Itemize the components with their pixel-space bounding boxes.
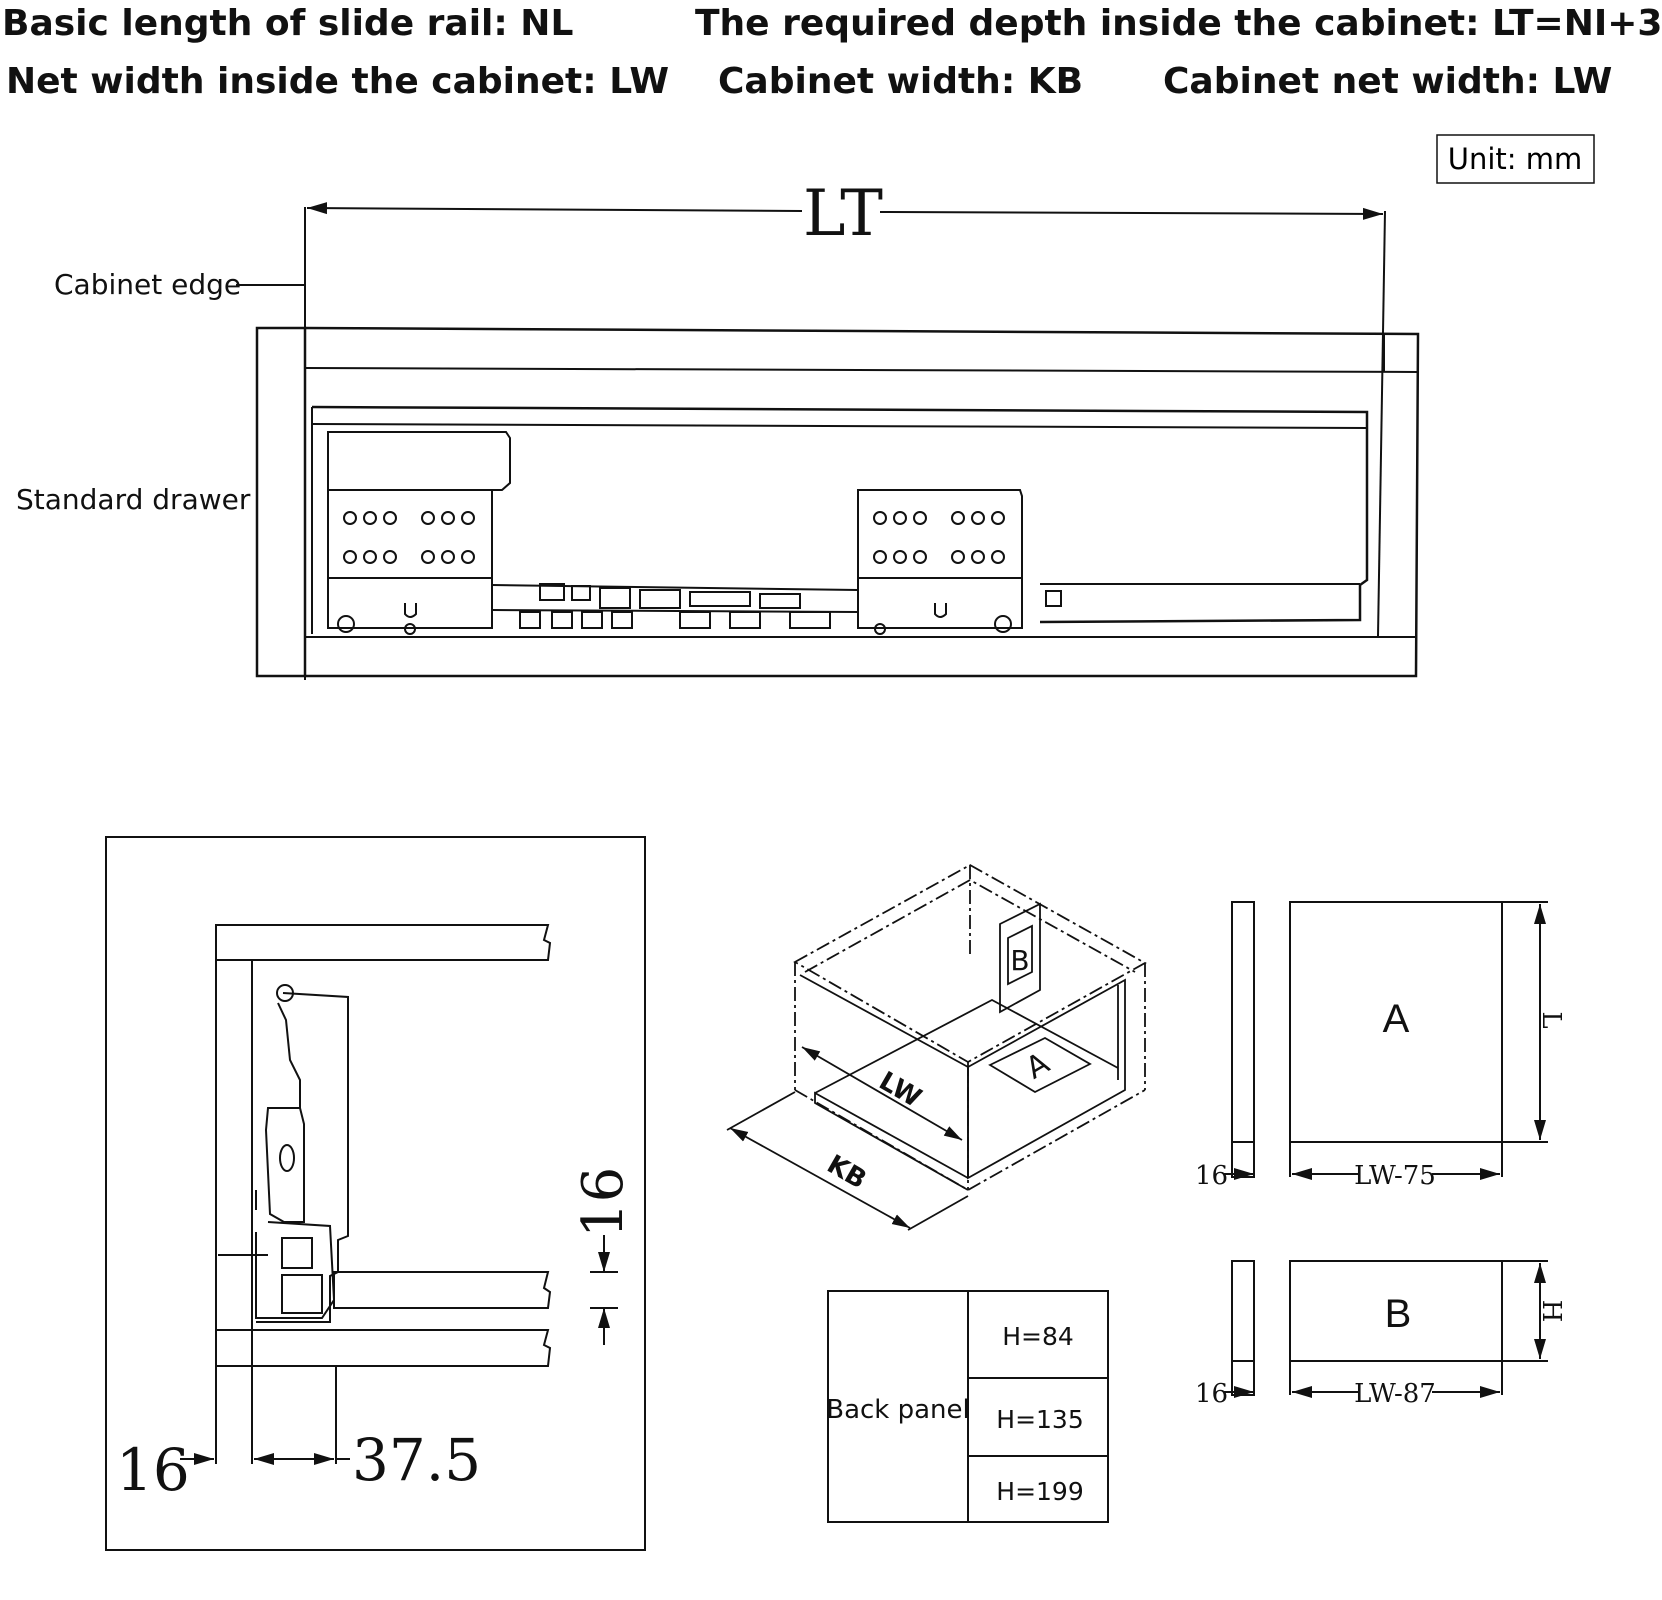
dim-37-5: 37.5 (352, 1426, 481, 1494)
panel-b-drawing: B H LW-87 16 (1195, 1260, 1566, 1409)
lt-label: LT (803, 177, 883, 251)
panel-b-height: H (1536, 1300, 1566, 1323)
standard-drawer-label: Standard drawer (16, 483, 251, 516)
panel-a-label: A (1383, 997, 1410, 1041)
basic-length-text: Basic length of slide rail: NL (2, 3, 574, 44)
back-panel-table: Back panel H=84 H=135 H=199 (826, 1290, 1109, 1523)
panel-b-width: LW-87 (1354, 1379, 1436, 1409)
technical-drawing: Unit: mm LT Cabinet edge Standard drawer (16, 134, 1595, 1551)
cabinet-net-width-text: Cabinet net width: LW (1163, 61, 1613, 102)
dim-16-vertical: 16 (571, 1167, 636, 1238)
back-panel-h135: H=135 (996, 1405, 1083, 1434)
unit-box: Unit: mm (1436, 134, 1595, 184)
panel-a-width: LW-75 (1354, 1161, 1436, 1191)
panel-a-thickness: 16 (1195, 1161, 1228, 1191)
back-panel-h84: H=84 (1002, 1322, 1074, 1351)
iso-label-b: B (1010, 944, 1029, 977)
section-view: 16 16 37.5 (105, 836, 646, 1551)
back-panel-h199: H=199 (996, 1477, 1083, 1506)
iso-label-lw: LW (874, 1066, 926, 1114)
cabinet-width-text: Cabinet width: KB (718, 61, 1084, 102)
unit-label: Unit: mm (1448, 142, 1583, 176)
panel-a-length: L (1536, 1011, 1566, 1028)
cabinet-edge-label: Cabinet edge (54, 268, 241, 301)
panel-b-label: B (1385, 1292, 1412, 1336)
side-view: LT Cabinet edge Standard drawer (16, 177, 1420, 680)
panel-b-thickness: 16 (1195, 1379, 1228, 1409)
dim-16-horizontal: 16 (116, 1436, 190, 1504)
panel-a-drawing: A L LW-75 16 (1195, 901, 1566, 1191)
net-width-text: Net width inside the cabinet: LW (6, 61, 670, 102)
required-depth-text: The required depth inside the cabinet: L… (695, 3, 1662, 44)
iso-label-kb: KB (822, 1149, 872, 1195)
iso-view: B A LW KB (726, 863, 1147, 1231)
back-panel-label: Back panel (826, 1395, 970, 1425)
iso-label-a: A (1020, 1046, 1056, 1087)
